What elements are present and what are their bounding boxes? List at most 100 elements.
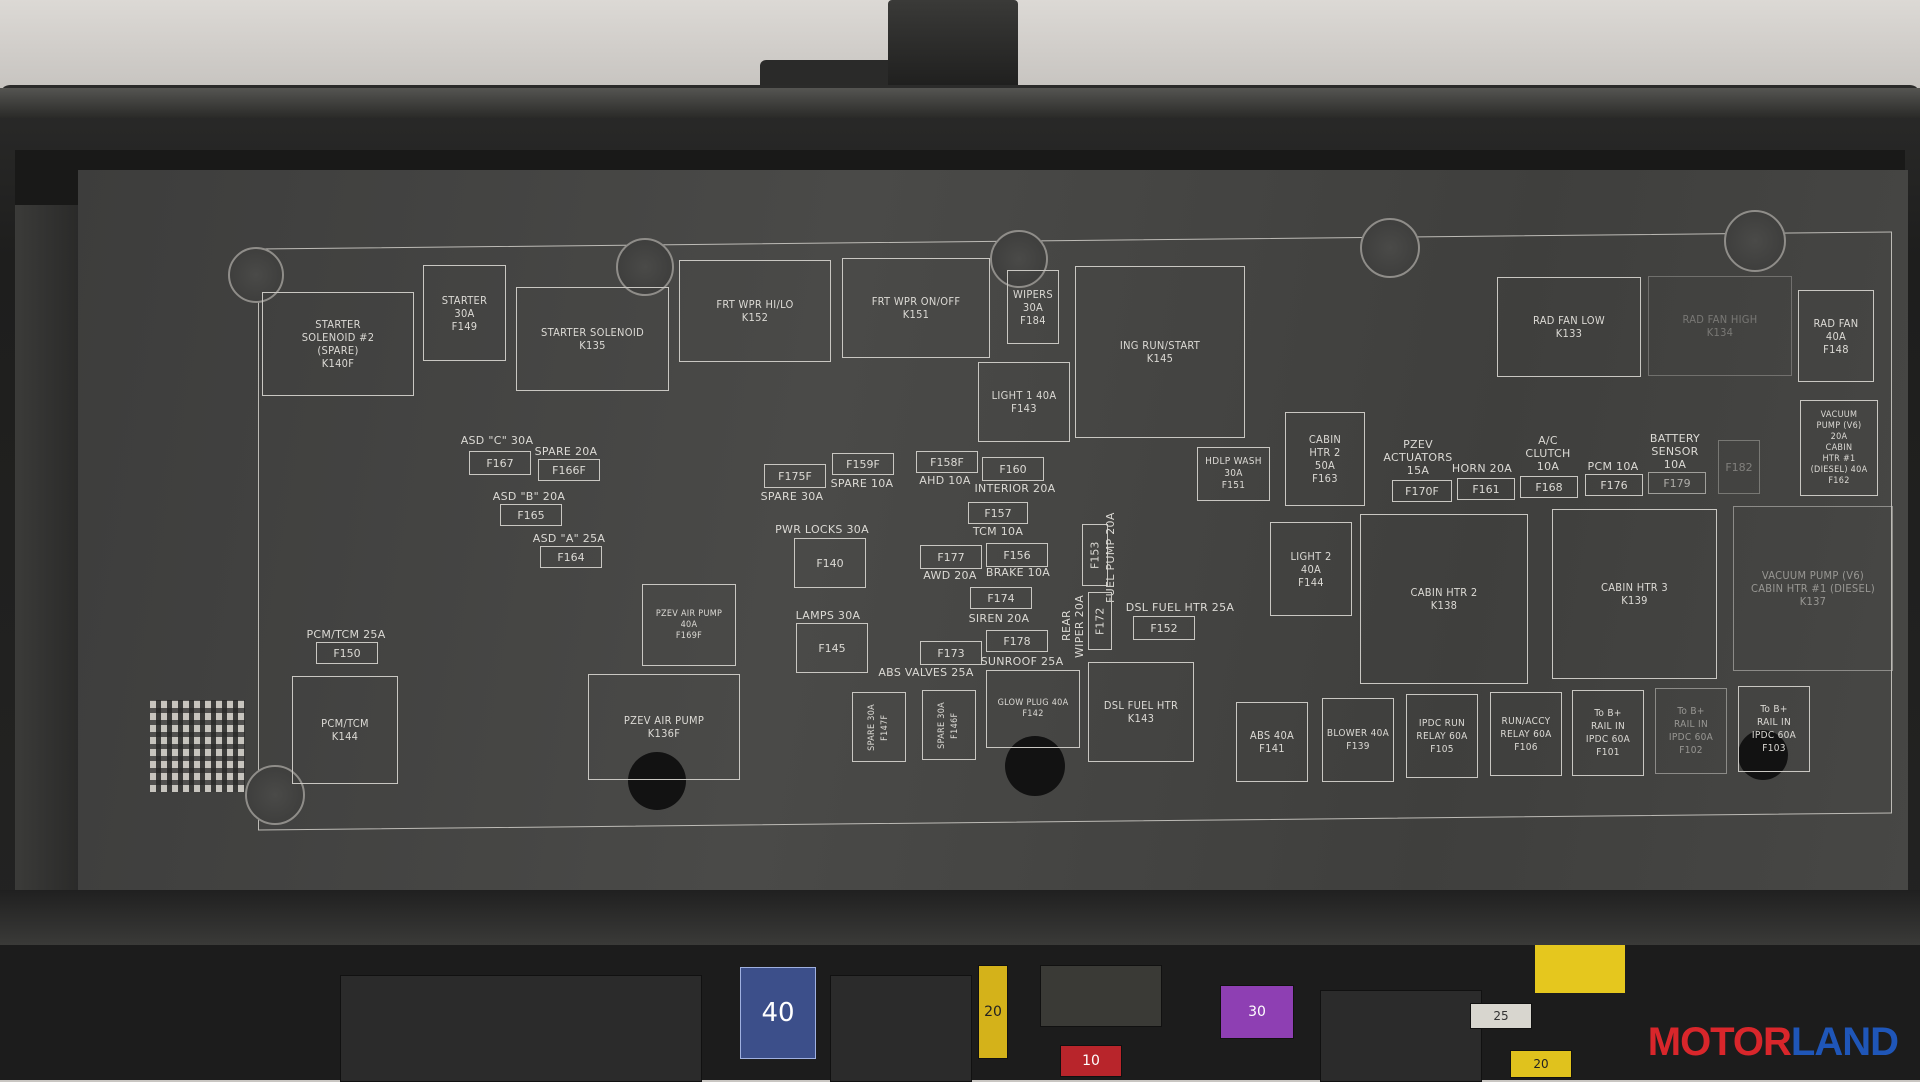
- fuse-glow-plug: GLOW PLUG 40A F142: [986, 670, 1080, 748]
- fuse-25a: 25: [1470, 1003, 1532, 1029]
- caption-battery-sensor: BATTERY SENSOR 10A: [1649, 432, 1701, 471]
- fuse-abs-40a: ABS 40A F141: [1236, 702, 1308, 782]
- relay-frt-wpr-hilo: FRT WPR HI/LO K152: [679, 260, 831, 362]
- fuse-f140: F140: [794, 538, 866, 588]
- relay-pzev-air-pump: PZEV AIR PUMP K136F: [588, 674, 740, 780]
- fuse-f158f: F158F: [916, 451, 978, 473]
- label-panel: [78, 170, 1908, 890]
- fuse-spare-147f: SPARE 30A F147F: [852, 692, 906, 762]
- caption-dsl-fuel-htr: DSL FUEL HTR 25A: [1125, 601, 1235, 614]
- fuse-10a-value: 10: [1082, 1053, 1100, 1069]
- relay-vacuum-pump: VACUUM PUMP (V6) CABIN HTR #1 (DIESEL) K…: [1733, 506, 1893, 671]
- caption-fuel-pump: FUEL PUMP 20A: [1104, 512, 1117, 604]
- lid-bottom-edge: [0, 890, 1920, 945]
- fuse-rad-fan-40a: RAD FAN 40A F148: [1798, 290, 1874, 382]
- fuse-box-body: 40 20 10 30 25 20: [0, 945, 1920, 1082]
- caption-abs-valves: ABS VALVES 25A: [878, 666, 974, 679]
- mounting-hole: [1360, 218, 1420, 278]
- fuse-20a-value: 20: [984, 1004, 1002, 1020]
- caption-ahd-10a: AHD 10A: [919, 474, 971, 487]
- fuse-f172: F172: [1088, 592, 1112, 650]
- fuse-f170f: F170F: [1392, 480, 1452, 502]
- mounting-hole: [990, 230, 1048, 288]
- relay-dsl-fuel-htr: DSL FUEL HTR K143: [1088, 662, 1194, 762]
- fuse-f145: F145: [796, 623, 868, 673]
- fuse-ipdc-run: IPDC RUN RELAY 60A F105: [1406, 694, 1478, 778]
- fuse-f179: F179: [1648, 472, 1706, 494]
- caption-rear-wiper: REAR WIPER 20A: [1060, 594, 1086, 658]
- fuse-b-rail-f101: To B+ RAIL IN IPDC 60A F101: [1572, 690, 1644, 776]
- relay-rad-fan-high: RAD FAN HIGH K134: [1648, 276, 1792, 376]
- fuse-spare-146f: SPARE 30A F146F: [922, 690, 976, 760]
- caption-asd-a: ASD "A" 25A: [532, 532, 606, 545]
- fuse-f168: F168: [1520, 476, 1578, 498]
- relay-cabin-htr-2: CABIN HTR 2 K138: [1360, 514, 1528, 684]
- fuse-f182: F182: [1718, 440, 1760, 494]
- caption-sunroof: SUNROOF 25A: [980, 655, 1064, 668]
- relay-cabin-htr-3: CABIN HTR 3 K139: [1552, 509, 1717, 679]
- mounting-hole: [1005, 736, 1065, 796]
- fuse-light-2: LIGHT 2 40A F144: [1270, 522, 1352, 616]
- fuse-25a-value: 25: [1493, 1009, 1509, 1023]
- relay-starter-solenoid: STARTER SOLENOID K135: [516, 287, 669, 391]
- caption-tcm: TCM 10A: [972, 525, 1024, 538]
- fuse-10a: 10: [1060, 1045, 1122, 1077]
- lid-rim: [0, 88, 1920, 118]
- mounting-hole: [1724, 210, 1786, 272]
- fuse-cabin-htr-2: CABIN HTR 2 50A F163: [1285, 412, 1365, 506]
- fuse-20a: 20: [978, 965, 1008, 1059]
- lid-hinge: [888, 0, 1018, 95]
- watermark-logo: MOTORLAND: [1648, 1020, 1899, 1065]
- fuse-f160: F160: [982, 457, 1044, 481]
- relay-frt-wpr-onoff: FRT WPR ON/OFF K151: [842, 258, 990, 358]
- caption-brake: BRAKE 10A: [985, 566, 1051, 579]
- fuse-f178: F178: [986, 630, 1048, 652]
- mounting-hole: [616, 238, 674, 296]
- fuse-f165: F165: [500, 504, 562, 526]
- fuse-30a-value: 30: [1248, 1004, 1266, 1020]
- fuse-socket-block: [830, 975, 972, 1082]
- fuse-f152: F152: [1133, 616, 1195, 640]
- fuse-f159f: F159F: [832, 453, 894, 475]
- caption-siren: SIREN 20A: [968, 612, 1030, 625]
- fuse-f174: F174: [970, 587, 1032, 609]
- caption-pwr-locks: PWR LOCKS 30A: [775, 523, 869, 536]
- caption-spare-30a: SPARE 30A: [760, 490, 824, 503]
- caption-pcm-10a: PCM 10A: [1587, 460, 1639, 473]
- fuse-f150: F150: [316, 642, 378, 664]
- fuse-hdlp-wash: HDLP WASH 30A F151: [1197, 447, 1270, 501]
- yellow-connector: [1535, 945, 1625, 993]
- fuse-blower: BLOWER 40A F139: [1322, 698, 1394, 782]
- relay-rad-fan-low: RAD FAN LOW K133: [1497, 277, 1641, 377]
- fuse-20a-small: 20: [1510, 1050, 1572, 1078]
- caption-pzev-actuators: PZEV ACTUATORS 15A: [1383, 438, 1453, 477]
- caption-pcm-tcm: PCM/TCM 25A: [306, 628, 386, 641]
- mounting-hole: [628, 752, 686, 810]
- fuse-f173: F173: [920, 641, 982, 665]
- fuse-b-rail-f102: To B+ RAIL IN IPDC 60A F102: [1655, 688, 1727, 774]
- fuse-f166f: F166F: [538, 459, 600, 481]
- fuse-f176: F176: [1585, 474, 1643, 496]
- lid-side-wall: [15, 205, 79, 895]
- caption-asd-b: ASD "B" 20A: [492, 490, 566, 503]
- caption-spare-20a: SPARE 20A: [534, 445, 598, 458]
- mounting-hole: [228, 247, 284, 303]
- fuse-run-accy: RUN/ACCY RELAY 60A F106: [1490, 692, 1562, 776]
- relay-starter-solenoid-2: STARTER SOLENOID #2 (SPARE) K140F: [262, 292, 414, 396]
- relay-pcm-tcm: PCM/TCM K144: [292, 676, 398, 784]
- fuse-socket-block: [340, 975, 702, 1082]
- caption-interior: INTERIOR 20A: [974, 482, 1056, 495]
- fuse-f157: F157: [968, 502, 1028, 524]
- fuse-spare-147f-label: SPARE 30A F147F: [867, 703, 890, 751]
- fuse-b-rail-f103: To B+ RAIL IN IPDC 60A F103: [1738, 686, 1810, 772]
- data-matrix-overlay: [150, 700, 245, 792]
- caption-lamps: LAMPS 30A: [795, 609, 861, 622]
- fuse-socket-block: [1040, 965, 1162, 1027]
- caption-horn: HORN 20A: [1451, 462, 1513, 475]
- logo-land: LAND: [1790, 1020, 1899, 1064]
- fuse-socket-block: [1320, 990, 1482, 1082]
- fuse-f156: F156: [986, 543, 1048, 567]
- fuse-40a: 40: [740, 967, 816, 1059]
- fuse-f167: F167: [469, 451, 531, 475]
- caption-ac-clutch: A/C CLUTCH 10A: [1525, 434, 1571, 473]
